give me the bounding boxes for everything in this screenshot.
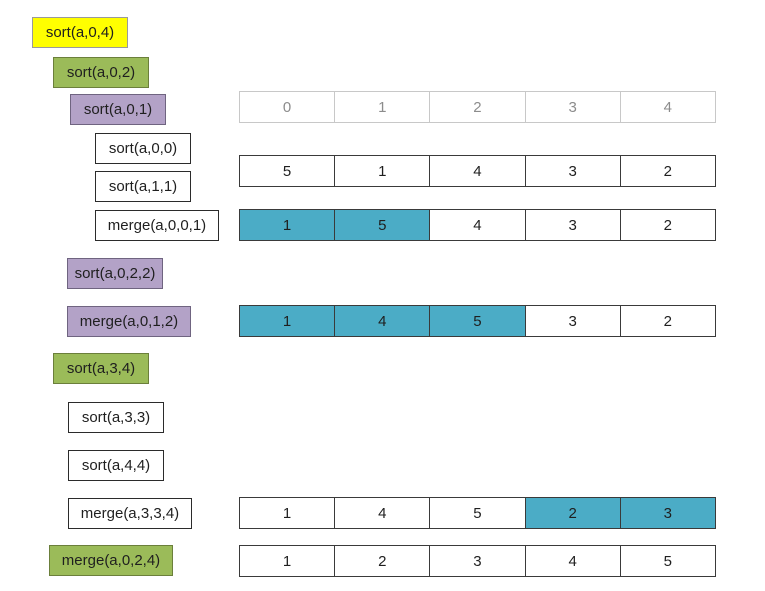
array-cell: 1: [239, 305, 336, 337]
array-cell: 3: [524, 305, 621, 337]
array-cell: 1: [239, 209, 336, 241]
array-cell: 0: [239, 91, 336, 123]
array-cell: 1: [239, 545, 336, 577]
array-cell: 5: [429, 305, 526, 337]
array-cell: 4: [619, 91, 716, 123]
call-sort-0-2-2: sort(a,0,2,2): [67, 258, 163, 289]
array-cell: 3: [429, 545, 526, 577]
array-cell: 2: [619, 209, 716, 241]
array-cell: 3: [524, 209, 621, 241]
call-sort-0-1: sort(a,0,1): [70, 94, 166, 125]
call-merge-0-1-2: merge(a,0,1,2): [67, 306, 191, 337]
array-cell: 3: [524, 91, 621, 123]
array-cell: 5: [429, 497, 526, 529]
call-sort-0-4: sort(a,0,4): [32, 17, 128, 48]
call-sort-4-4: sort(a,4,4): [68, 450, 164, 481]
array-cell: 3: [524, 155, 621, 187]
array-cell: 4: [334, 305, 431, 337]
call-sort-0-2: sort(a,0,2): [53, 57, 149, 88]
array-cell: 5: [334, 209, 431, 241]
call-sort-3-3: sort(a,3,3): [68, 402, 164, 433]
call-sort-3-4: sort(a,3,4): [53, 353, 149, 384]
call-sort-1-1: sort(a,1,1): [95, 171, 191, 202]
array-cell: 2: [429, 91, 526, 123]
array-cell: 3: [619, 497, 716, 529]
call-merge-0-2-4: merge(a,0,2,4): [49, 545, 173, 576]
array-cell: 4: [429, 209, 526, 241]
array-cell: 2: [619, 305, 716, 337]
array-cell: 4: [524, 545, 621, 577]
array-cell: 2: [619, 155, 716, 187]
array-cell: 1: [334, 155, 431, 187]
call-sort-0-0: sort(a,0,0): [95, 133, 191, 164]
array-cell: 5: [239, 155, 336, 187]
array-cell: 2: [524, 497, 621, 529]
array-cell: 1: [239, 497, 336, 529]
call-merge-0-0-1: merge(a,0,0,1): [95, 210, 219, 241]
array-cell: 4: [334, 497, 431, 529]
array-cell: 2: [334, 545, 431, 577]
call-merge-3-3-4: merge(a,3,3,4): [68, 498, 192, 529]
array-cell: 4: [429, 155, 526, 187]
array-cell: 1: [334, 91, 431, 123]
array-cell: 5: [619, 545, 716, 577]
